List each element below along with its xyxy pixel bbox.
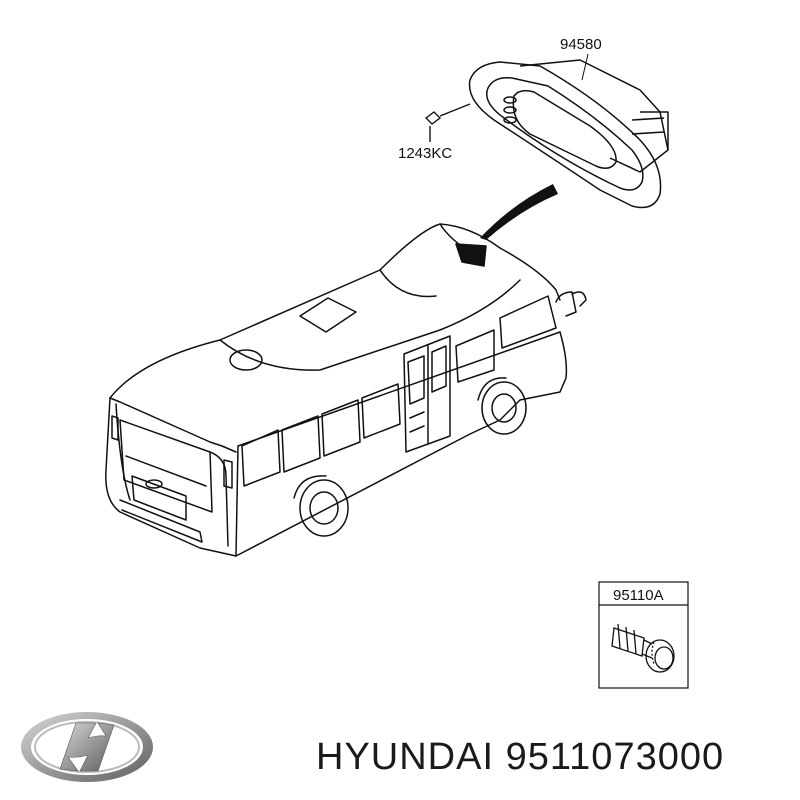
minibus-illustration xyxy=(105,223,587,557)
part-label-95110a: 95110A xyxy=(613,587,664,604)
room-lamp-assembly xyxy=(468,59,669,209)
part-label-94580: 94580 xyxy=(560,36,602,53)
brand-name: HYUNDAI xyxy=(316,736,495,778)
footer-caption: HYUNDAI 9511073000 xyxy=(316,736,724,779)
part-number: 9511073000 xyxy=(505,736,725,778)
part-label-1243kc: 1243KC xyxy=(398,145,453,162)
leader-94580 xyxy=(581,53,589,81)
hyundai-logo-icon xyxy=(21,712,153,782)
cigar-lighter-95110a xyxy=(611,623,675,673)
screw-1243kc xyxy=(424,103,471,142)
pointer-arrow xyxy=(480,184,558,240)
